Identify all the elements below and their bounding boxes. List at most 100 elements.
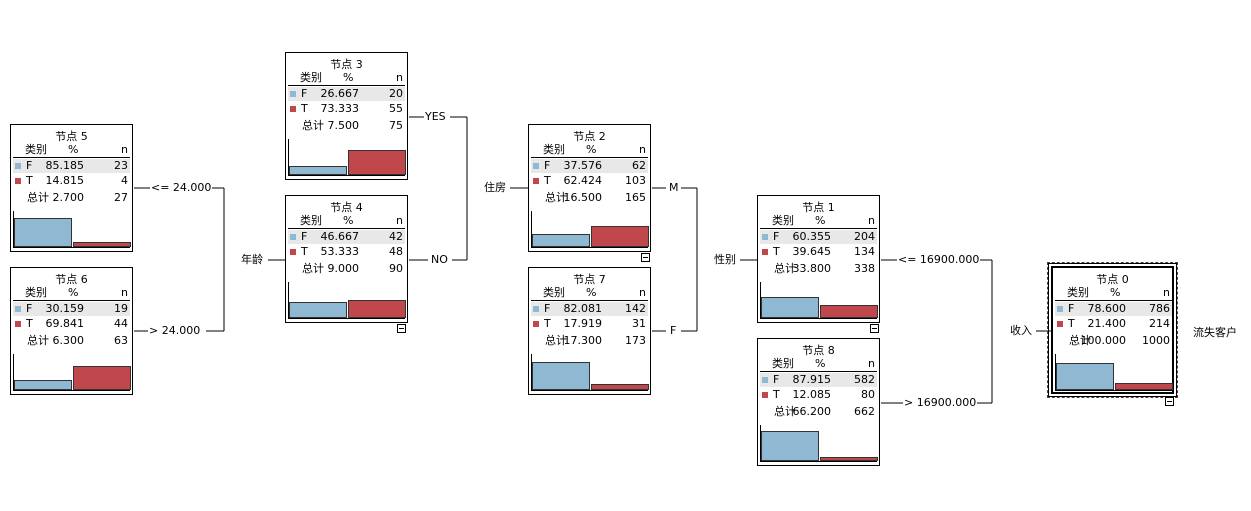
total-label: 总计: [27, 334, 49, 347]
category-label: F: [544, 302, 551, 315]
node-bar-chart: [760, 282, 878, 319]
node-bar-chart: [760, 425, 878, 462]
node-header-row: 类别%n: [288, 71, 405, 85]
category-header: 类别: [25, 286, 47, 299]
category-swatch-icon: [290, 91, 296, 97]
percent-header: %: [1110, 286, 1121, 299]
category-swatch-icon: [15, 321, 21, 327]
node-bar-chart: [288, 282, 406, 319]
category-header: 类别: [25, 143, 47, 156]
category-swatch-icon: [15, 306, 21, 312]
count-header: n: [639, 286, 646, 299]
category-label: T: [301, 102, 308, 115]
category-percent: 62.424: [563, 174, 603, 187]
category-percent: 53.333: [320, 245, 360, 258]
category-count: 142: [625, 302, 646, 315]
category-label: T: [544, 317, 551, 330]
total-count: 90: [389, 262, 403, 275]
collapse-node-0-button[interactable]: [1165, 397, 1174, 406]
category-row: T 17.919 31: [531, 317, 648, 331]
category-count: 582: [854, 373, 875, 386]
total-count: 338: [854, 262, 875, 275]
count-header: n: [396, 71, 403, 84]
node-bar-chart: [531, 211, 649, 248]
category-label: F: [26, 159, 33, 172]
node-header-row: 类别%n: [760, 357, 877, 371]
total-label: 总计: [545, 191, 567, 204]
total-count: 1000: [1142, 334, 1170, 347]
split-label-income: 收入: [1009, 324, 1033, 337]
category-count: 20: [389, 87, 403, 100]
total-percent: 6.300: [52, 334, 85, 347]
category-percent: 78.600: [1087, 302, 1127, 315]
header-divider: [760, 228, 877, 229]
edge-label-housing-yes: YES: [424, 110, 447, 123]
category-swatch-icon: [290, 249, 296, 255]
node-title: 节点 3: [330, 58, 363, 71]
category-percent: 17.919: [563, 317, 603, 330]
category-percent: 46.667: [320, 230, 360, 243]
total-percent: 16.500: [563, 191, 603, 204]
count-header: n: [639, 143, 646, 156]
category-count: 44: [114, 317, 128, 330]
percent-header: %: [815, 214, 826, 227]
percent-header: %: [586, 143, 597, 156]
bar-f: [14, 380, 72, 390]
total-count: 173: [625, 334, 646, 347]
bar-t: [1115, 383, 1173, 390]
category-swatch-icon: [1057, 321, 1063, 327]
percent-header: %: [815, 357, 826, 370]
category-swatch-icon: [290, 106, 296, 112]
bar-f: [1056, 363, 1114, 390]
percent-header: %: [343, 214, 354, 227]
header-divider: [13, 157, 130, 158]
category-count: 62: [632, 159, 646, 172]
category-count: 48: [389, 245, 403, 258]
percent-header: %: [343, 71, 354, 84]
total-label: 总计: [1069, 334, 1091, 347]
collapse-node-2-button[interactable]: [641, 253, 650, 262]
node-title: 节点 6: [55, 273, 88, 286]
category-percent: 60.355: [792, 230, 832, 243]
total-label: 总计: [27, 191, 49, 204]
percent-header: %: [68, 143, 79, 156]
category-count: 55: [389, 102, 403, 115]
node-title: 节点 4: [330, 201, 363, 214]
edge-label-income-gt: > 16900.000: [903, 396, 978, 409]
collapse-node-4-button[interactable]: [397, 324, 406, 333]
category-label: F: [1068, 302, 1075, 315]
category-swatch-icon: [290, 234, 296, 240]
count-header: n: [121, 143, 128, 156]
bar-t: [73, 366, 131, 390]
collapse-node-1-button[interactable]: [870, 324, 879, 333]
category-swatch-icon: [533, 321, 539, 327]
bar-f: [532, 234, 590, 247]
node-title: 节点 0: [1096, 273, 1129, 286]
header-divider: [288, 228, 405, 229]
node-title: 节点 2: [573, 130, 606, 143]
category-percent: 82.081: [563, 302, 603, 315]
category-count: 31: [632, 317, 646, 330]
total-count: 75: [389, 119, 403, 132]
category-percent: 14.815: [45, 174, 85, 187]
category-percent: 26.667: [320, 87, 360, 100]
category-count: 23: [114, 159, 128, 172]
